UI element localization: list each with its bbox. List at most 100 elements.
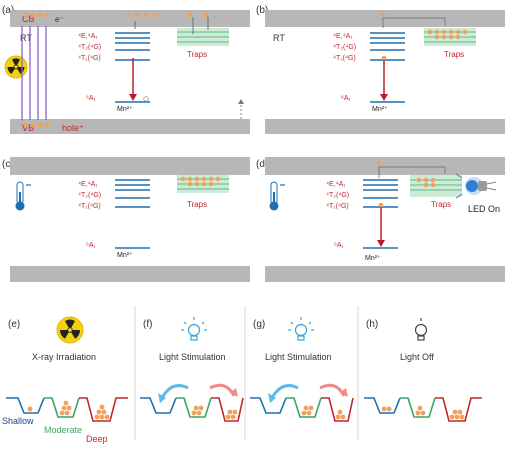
- release-arrowhead-blue-f: [158, 393, 166, 403]
- level-e-a1-a: ⁴E,⁴A₁: [78, 33, 98, 40]
- trap-electrons-d: [416, 177, 436, 188]
- lightbulb-on-icon: [288, 317, 314, 341]
- trap-wells-h: [364, 397, 482, 422]
- panel-d-tag: (d): [256, 159, 268, 170]
- trap-wells-e: [6, 397, 128, 422]
- hole-label: hole⁺: [62, 123, 84, 133]
- trap-electrons-f: [191, 405, 238, 420]
- vb-holes: [23, 122, 50, 128]
- release-arrow-blue-f: [160, 384, 189, 399]
- level-e-a1-d: ⁴E,⁴A₁: [326, 181, 346, 188]
- led-on-label: LED On: [468, 204, 500, 214]
- mn-levels-c: [115, 179, 150, 249]
- release-path-d: [378, 166, 446, 178]
- panel-b-tag: (b): [256, 5, 268, 16]
- valence-band: [10, 119, 250, 134]
- retrap-arrowhead-pink-g: [340, 388, 348, 397]
- traps-label-b: Traps: [444, 50, 464, 59]
- retrap-arrowhead-pink-f: [230, 388, 238, 397]
- trap-electrons-g: [301, 405, 346, 420]
- conduction-band-c: [10, 157, 250, 175]
- release-arrowhead-blue-g: [268, 393, 276, 403]
- traps-label-a: Traps: [187, 50, 207, 59]
- mn-levels-b: [370, 32, 405, 103]
- trap-electrons-h: [381, 405, 465, 420]
- light-off-label: Light Off: [400, 352, 434, 362]
- emission-arrowhead-b: [380, 94, 388, 101]
- conduction-band-b: [265, 10, 505, 27]
- valence-band-c: [10, 266, 250, 282]
- level-t1-c: ⁴T₁(⁴G): [78, 203, 101, 210]
- level-a1-a: ⁶A₁: [86, 95, 97, 102]
- cb-label: CB: [22, 14, 35, 24]
- conduction-band-d: [265, 157, 505, 175]
- trap-electrons-c: [180, 176, 221, 187]
- cb-electron-d: [376, 160, 382, 166]
- level-t1-a: ⁴T₁(⁴G): [78, 55, 101, 62]
- retrap-arrow-pink-f: [209, 383, 236, 397]
- level-e-a1-b: ⁴E,⁴A₁: [333, 33, 353, 40]
- emission-arrowhead-a: [129, 94, 137, 101]
- panel-b: (b) RT ⁴E,⁴A₁ ⁴T₂(⁴G) ⁴T₁(⁴G) ⁶A₁ Mn²⁺ T…: [256, 5, 505, 134]
- level-t2-c: ⁴T₂(⁴G): [78, 192, 101, 199]
- trap-region-d: [410, 175, 462, 197]
- valence-band-b: [265, 119, 505, 134]
- lightbulb-on-icon: [181, 317, 207, 341]
- cb-electron-b: [380, 12, 386, 18]
- panel-f-tag: (f): [143, 319, 152, 330]
- traps-label-d: Traps: [431, 200, 451, 209]
- rt-label: RT: [20, 33, 32, 43]
- thermometer-icon: [15, 181, 31, 211]
- trap-electrons-b: [427, 29, 468, 40]
- panel-a: (a) CB e⁻ RT VB hole⁺: [2, 5, 250, 134]
- hole-trap-arrowhead: [238, 99, 244, 104]
- lightbulb-off-icon: [414, 318, 428, 341]
- traps-label-c: Traps: [187, 200, 207, 209]
- level-a1-d: ⁶A₁: [334, 242, 345, 249]
- release-arrow-blue-g: [270, 384, 299, 399]
- panel-c: (c) ⁴E,⁴A₁ ⁴T₂(⁴G) ⁴T₁(⁴G) ⁶A₁ Mn²⁺ Trap…: [2, 157, 250, 282]
- radiation-icon: [56, 316, 84, 344]
- conduction-band: [10, 10, 250, 27]
- emission-arrowhead-d: [377, 240, 385, 247]
- level-a1-c: ⁶A₁: [86, 242, 97, 249]
- mn-label-d: Mn²⁺: [365, 255, 381, 262]
- level-e-a1-c: ⁴E,⁴A₁: [78, 181, 98, 188]
- moderate-label: Moderate: [44, 425, 82, 435]
- trap-wells-f: [140, 397, 244, 422]
- column-dividers: [134, 306, 359, 440]
- level-a1-b: ⁶A₁: [341, 95, 352, 102]
- level-t2-b: ⁴T₂(⁴G): [333, 44, 356, 51]
- panel-h-tag: (h): [366, 319, 378, 330]
- deep-label: Deep: [86, 434, 108, 444]
- trap-lines-a: [177, 31, 229, 43]
- trap-electrons-e: [27, 400, 110, 420]
- light-stimulation-label-g: Light Stimulation: [265, 352, 332, 362]
- excited-electron-d: [378, 202, 384, 208]
- panel-d: (d) ⁴E,⁴A₁ ⁴T₂(⁴G) ⁴T₁(⁴G) ⁶A₁ Mn²⁺: [256, 157, 505, 282]
- excited-electron-b: [381, 55, 387, 61]
- level-t1-b: ⁴T₁(⁴G): [333, 55, 356, 62]
- mn-levels-d: [363, 179, 398, 249]
- panel-c-tag: (c): [2, 159, 14, 170]
- trap-wells-g: [250, 397, 354, 422]
- electron-label: e⁻: [55, 15, 64, 24]
- panel-g-tag: (g): [253, 319, 265, 330]
- mn-label-a: Mn²⁺: [117, 106, 133, 113]
- level-t2-a: ⁴T₂(⁴G): [78, 44, 101, 51]
- vb-label: VB: [22, 123, 34, 133]
- radiation-icon: [4, 55, 28, 79]
- mn-label-b: Mn²⁺: [372, 106, 388, 113]
- level-t2-d: ⁴T₂(⁴G): [326, 192, 349, 199]
- mn-label-c: Mn²⁺: [117, 252, 133, 259]
- light-stimulation-label-f: Light Stimulation: [159, 352, 226, 362]
- level-t1-d: ⁴T₁(⁴G): [326, 203, 349, 210]
- empty-state-a: [143, 96, 149, 102]
- retrap-arrow-pink-g: [319, 383, 346, 397]
- x-ray-irradiation-label: X-ray Irradiation: [32, 352, 96, 362]
- valence-band-d: [265, 266, 505, 282]
- panel-a-tag: (a): [2, 5, 14, 16]
- cb-electrons: [23, 12, 209, 18]
